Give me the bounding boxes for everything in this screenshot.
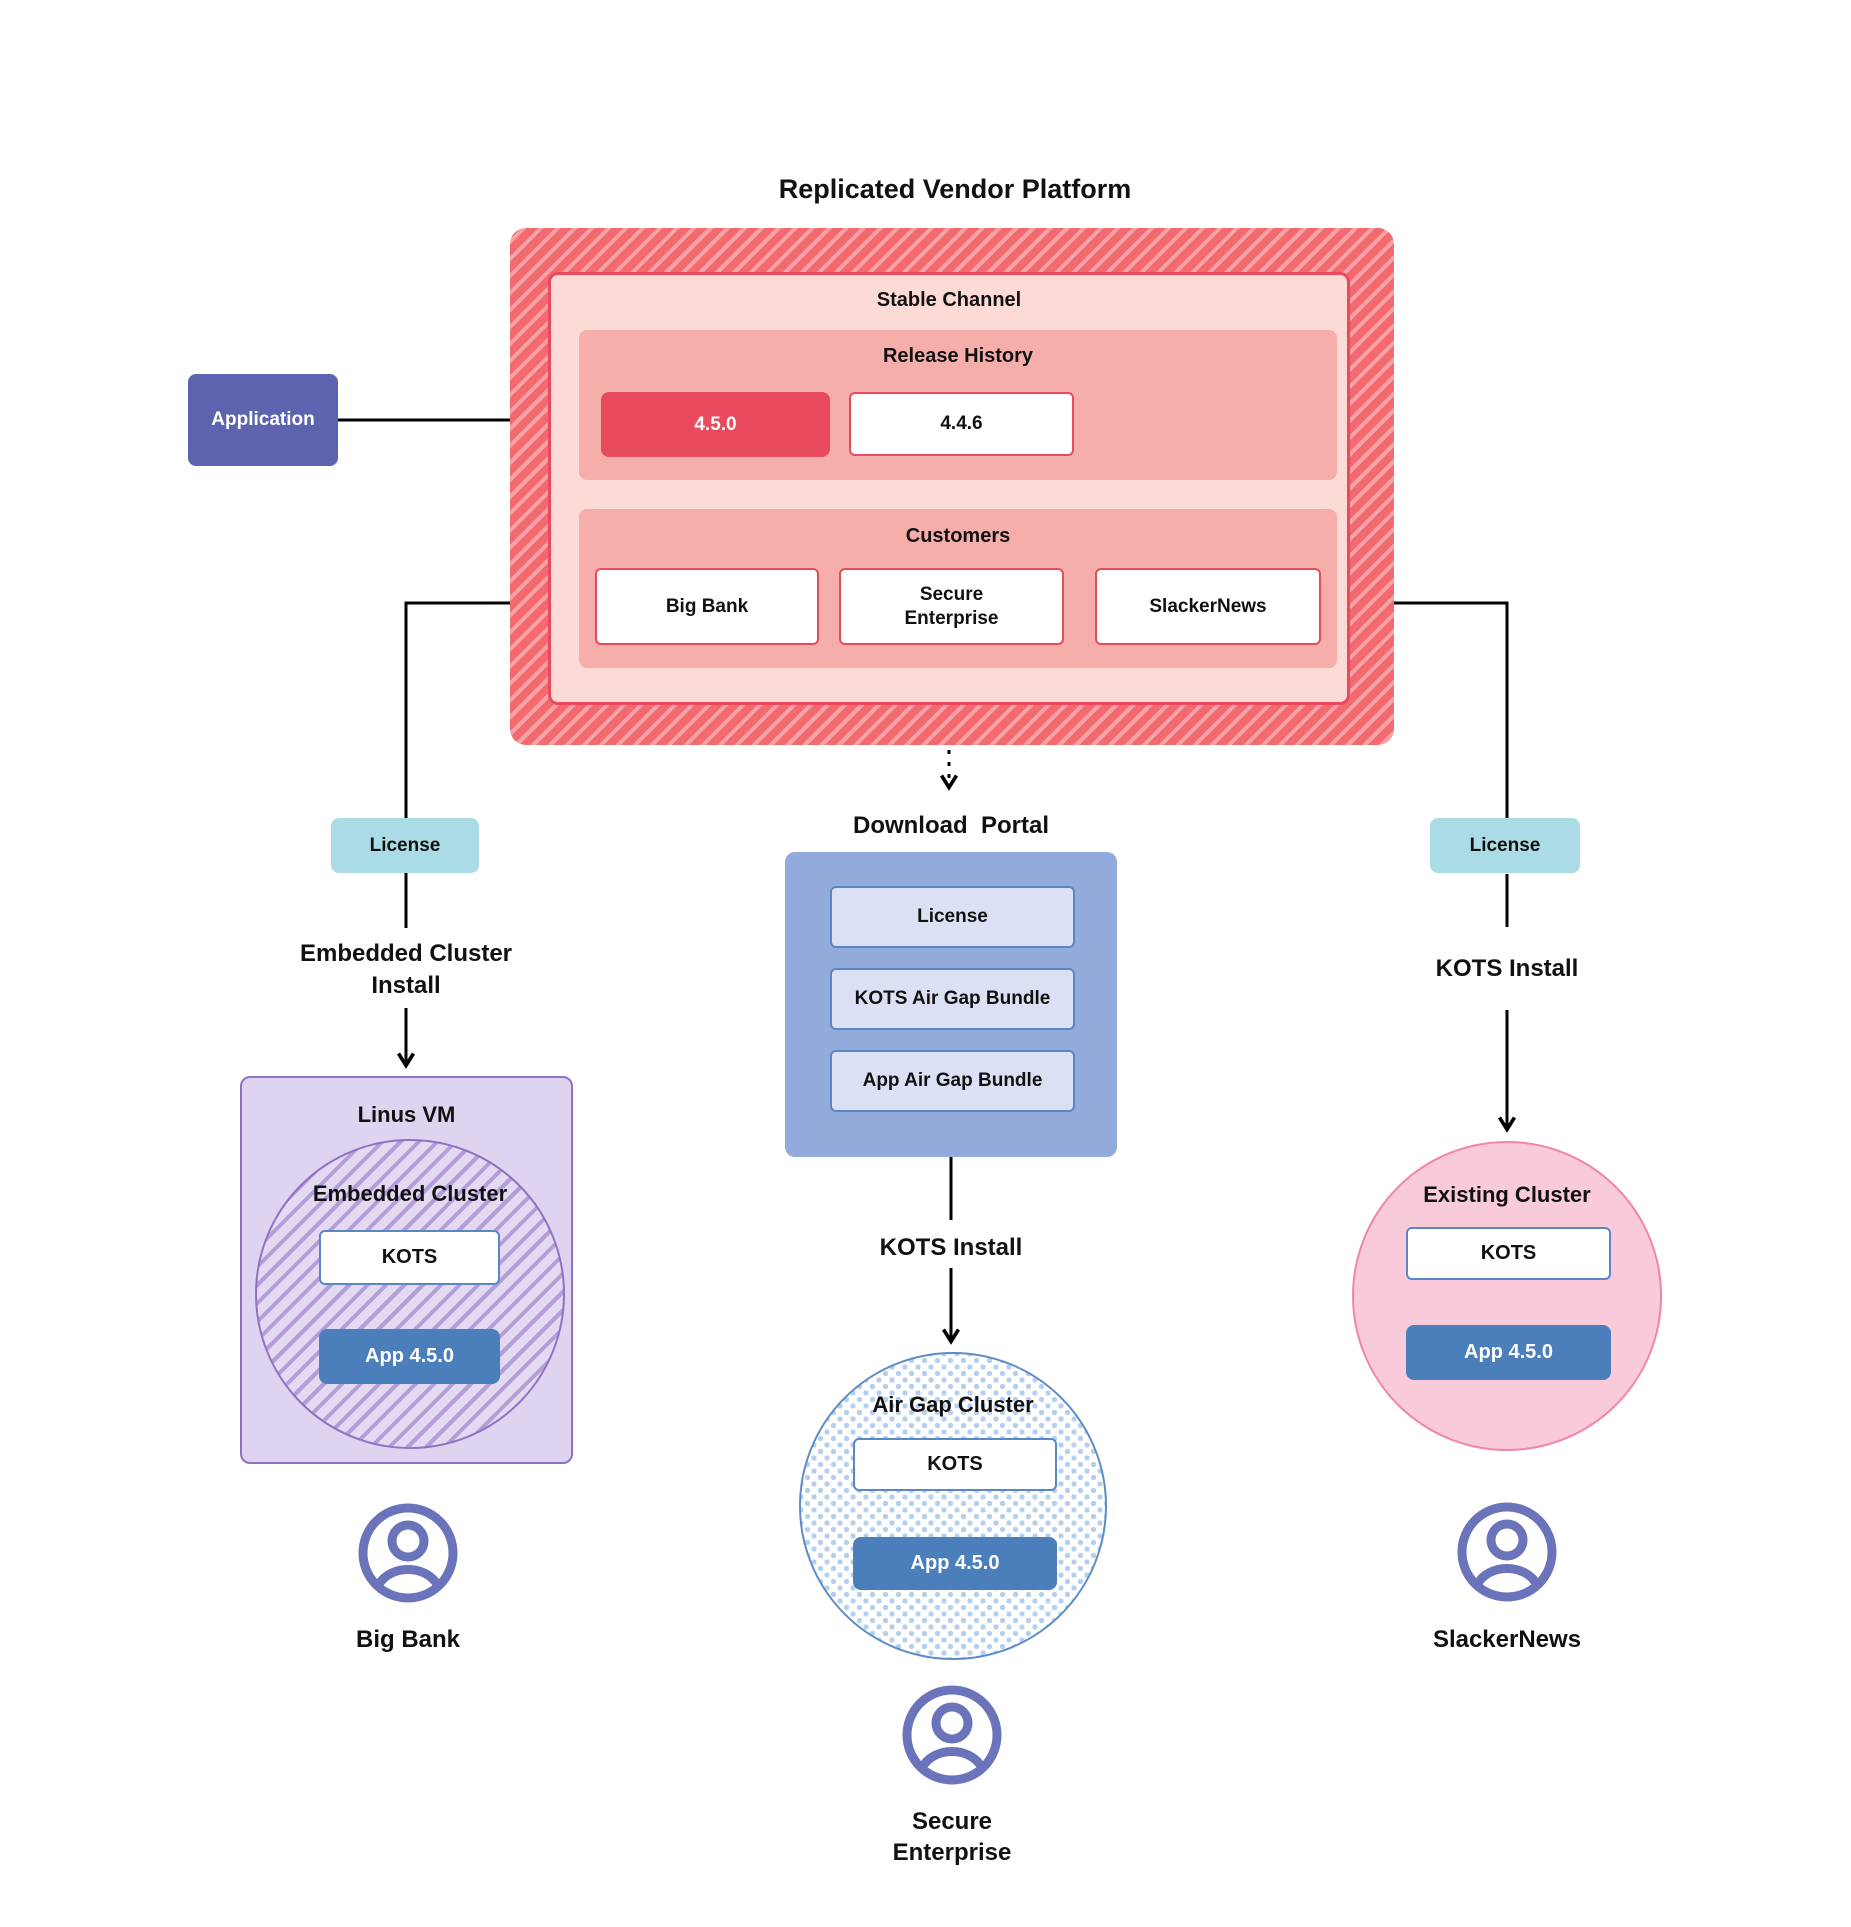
big-bank-person-icon [358, 1503, 458, 1603]
customer-secure-enterprise: Secure Enterprise [839, 568, 1064, 645]
customer-secure-enterprise-label: Secure Enterprise [904, 583, 999, 629]
big-bank-name: Big Bank [355, 1626, 460, 1653]
customer-slackernews: SlackerNews [1095, 568, 1321, 645]
customers-container: Customers Big Bank Secure Enterprise Sla… [579, 509, 1337, 668]
linus-vm-title: Linus VM [357, 1102, 456, 1127]
vendor-platform-frame: Stable Channel Release History 4.5.0 4.4… [510, 228, 1394, 745]
app-box-airgap: App 4.5.0 [853, 1537, 1057, 1590]
air-gap-cluster-circle: Air Gap Cluster KOTS App 4.5.0 [799, 1352, 1107, 1660]
stable-channel-label: Stable Channel [876, 289, 1022, 311]
app-box-existing: App 4.5.0 [1406, 1325, 1611, 1380]
customers-label: Customers [905, 525, 1011, 547]
secure-enterprise-name: Secure Enterprise [892, 1808, 1012, 1867]
download-portal-box: License KOTS Air Gap Bundle App Air Gap … [785, 852, 1117, 1157]
slackernews-name: SlackerNews [1432, 1626, 1582, 1653]
secure-enterprise-person-icon [902, 1685, 1002, 1785]
download-portal-label: Download Portal [852, 812, 1049, 839]
release-history-container: Release History 4.5.0 4.4.6 [579, 330, 1337, 480]
stable-channel-container: Stable Channel Release History 4.5.0 4.4… [548, 272, 1350, 705]
linus-vm-box: Linus VM Embedded Cluster KOTS App 4.5.0 [240, 1076, 573, 1464]
kots-box-airgap: KOTS [853, 1438, 1057, 1491]
license-chip-left: License [331, 818, 479, 873]
kots-box-vm: KOTS [319, 1230, 500, 1285]
release-4-5-0: 4.5.0 [601, 392, 830, 457]
kots-install-label-center: KOTS Install [879, 1234, 1023, 1261]
embedded-cluster-label: Embedded Cluster [312, 1181, 508, 1206]
slackernews-person-icon [1457, 1502, 1557, 1602]
embedded-cluster-install-label: Embedded Cluster Install [299, 940, 513, 999]
customer-big-bank: Big Bank [595, 568, 819, 645]
app-box-vm: App 4.5.0 [319, 1329, 500, 1384]
release-history-label: Release History [882, 345, 1034, 367]
license-chip-right: License [1430, 818, 1580, 873]
portal-item-license: License [830, 886, 1075, 948]
application-box: Application [188, 374, 338, 466]
existing-cluster-label: Existing Cluster [1423, 1182, 1591, 1207]
kots-install-label-right: KOTS Install [1435, 955, 1579, 982]
release-4-4-6: 4.4.6 [849, 392, 1074, 456]
portal-item-kots-airgap-bundle: KOTS Air Gap Bundle [830, 968, 1075, 1030]
page-title: Replicated Vendor Platform [778, 174, 1132, 204]
kots-box-existing: KOTS [1406, 1227, 1611, 1280]
existing-cluster-circle: Existing Cluster KOTS App 4.5.0 [1352, 1141, 1662, 1451]
embedded-cluster-circle: Embedded Cluster KOTS App 4.5.0 [255, 1139, 565, 1449]
portal-item-app-airgap-bundle: App Air Gap Bundle [830, 1050, 1075, 1112]
air-gap-cluster-label: Air Gap Cluster [872, 1392, 1034, 1417]
